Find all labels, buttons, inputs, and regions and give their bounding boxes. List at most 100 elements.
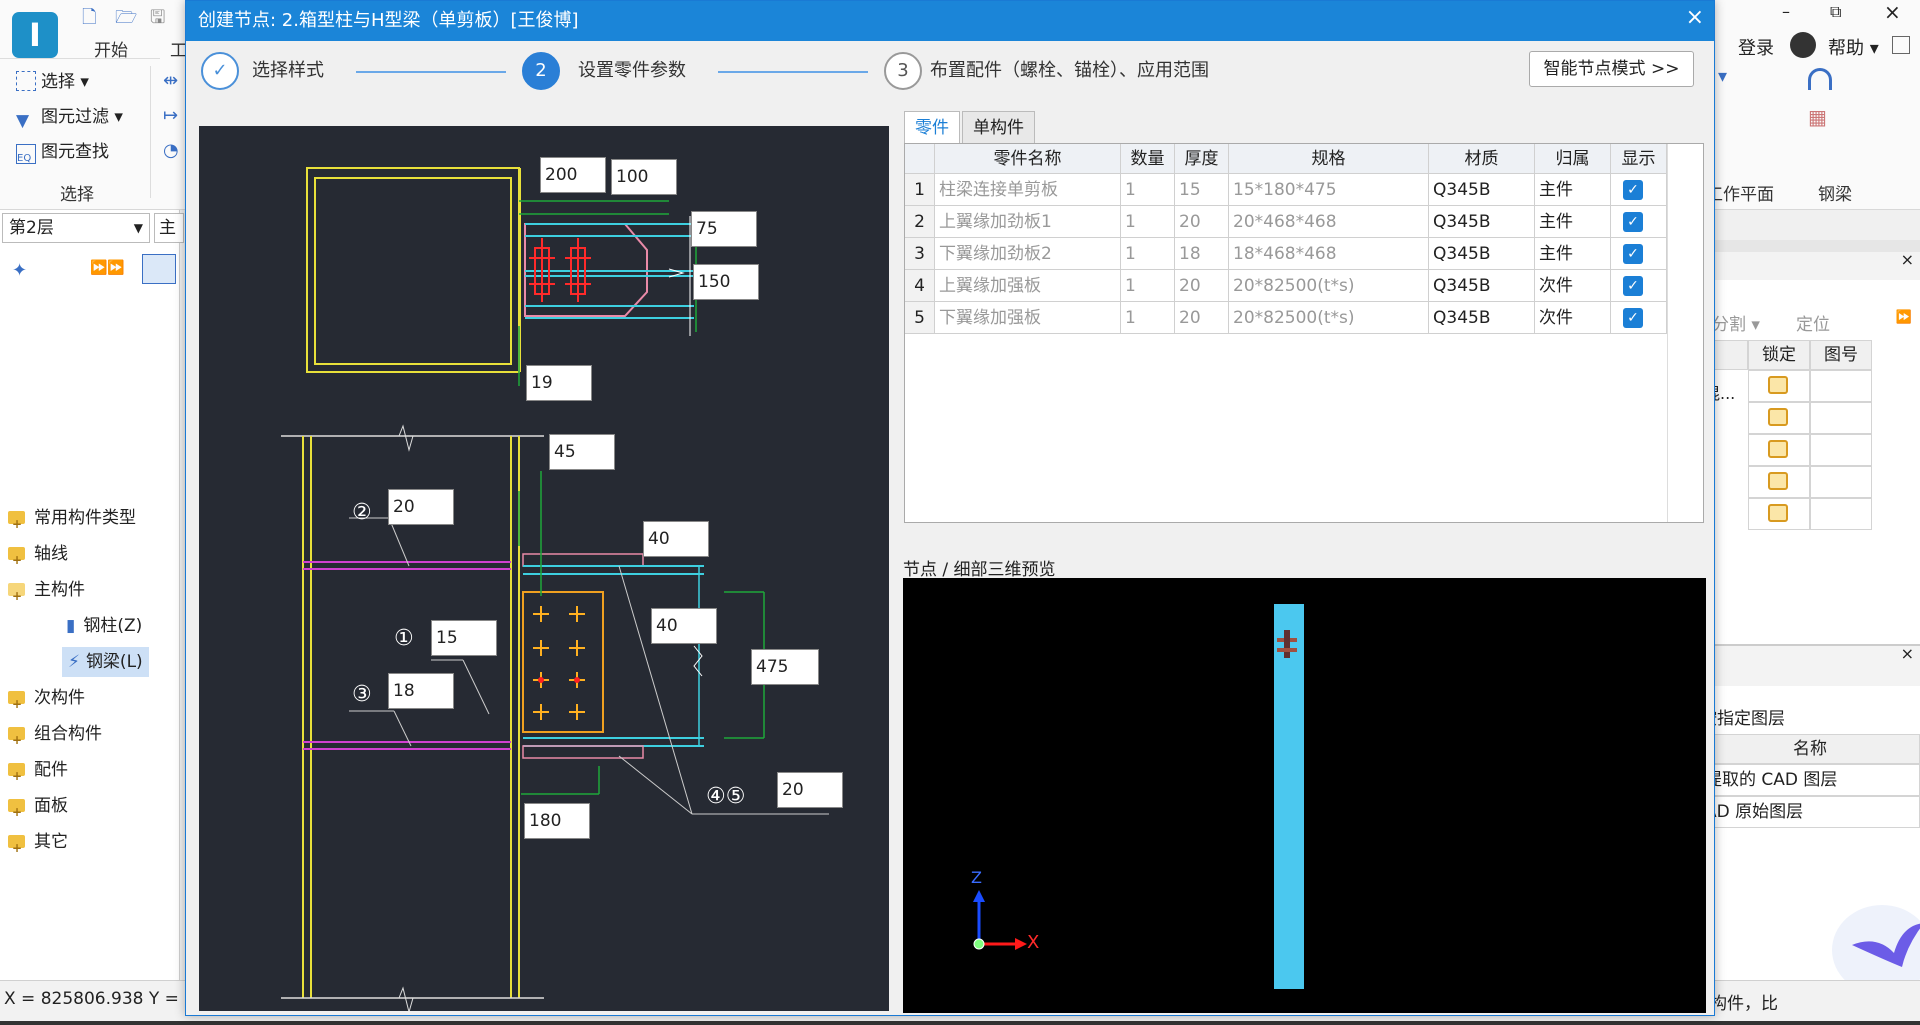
- display-checkbox[interactable]: ✓: [1623, 180, 1643, 200]
- login-link[interactable]: 登录: [1738, 38, 1774, 59]
- table-row[interactable]: 5 下翼缘加强板 1 20 20*82500(t*s) Q345B 次件 ✓: [905, 302, 1703, 334]
- dim-475[interactable]: 475: [751, 649, 819, 685]
- dim-75[interactable]: 75: [691, 211, 757, 247]
- dim-40b[interactable]: 40: [651, 608, 717, 644]
- preview-label: 节点 / 细部三维预览: [903, 560, 1056, 580]
- dim-180[interactable]: 180: [524, 803, 590, 839]
- col-number: 图号: [1810, 340, 1872, 370]
- step-1-label[interactable]: 选择样式: [252, 60, 324, 81]
- save-icon[interactable]: 🖫: [150, 7, 166, 28]
- cad-drawing-canvas[interactable]: 200 100 75 150 19 45 ② 20 40 40 ① 15 475…: [199, 126, 889, 1014]
- dim-40a[interactable]: 40: [643, 521, 709, 557]
- marker-3: ③: [352, 682, 372, 707]
- tree-item-common[interactable]: 常用构件类型: [0, 500, 180, 542]
- tree-item-other[interactable]: 其它: [0, 824, 180, 866]
- dim-45[interactable]: 45: [549, 434, 615, 470]
- close-panel-icon[interactable]: ×: [1900, 250, 1914, 269]
- dim-20b[interactable]: 20: [777, 772, 843, 808]
- tree-item-beam[interactable]: ⚡钢梁(L): [0, 644, 180, 680]
- step-3-label[interactable]: 布置配件（螺栓、锚栓）、应用范围: [930, 60, 1209, 81]
- display-checkbox[interactable]: ✓: [1623, 212, 1643, 232]
- marker-1: ①: [394, 626, 414, 651]
- step-2-label[interactable]: 设置零件参数: [578, 60, 686, 81]
- split-button[interactable]: 分割 ▾: [1712, 315, 1760, 335]
- tree-item-axis[interactable]: 轴线: [0, 536, 180, 578]
- view-toggle-icon[interactable]: [142, 254, 176, 284]
- dim-200[interactable]: 200: [540, 157, 606, 193]
- close-dialog-button[interactable]: ×: [1685, 5, 1704, 30]
- beam-icon: ⚡: [68, 652, 80, 672]
- open-file-icon[interactable]: 🗁: [115, 7, 138, 28]
- step-1-check-icon[interactable]: ✓: [201, 52, 239, 90]
- minimize-icon[interactable]: –: [1782, 2, 1790, 21]
- select-button[interactable]: 选择 ▾: [16, 68, 89, 96]
- close-app-icon[interactable]: ×: [1884, 0, 1901, 24]
- tree-item-main[interactable]: 主构件: [0, 572, 180, 614]
- display-checkbox[interactable]: ✓: [1623, 308, 1643, 328]
- step-2-number[interactable]: 2: [522, 52, 560, 90]
- robot-icon[interactable]: [1790, 32, 1816, 58]
- filter-button[interactable]: ▼图元过滤 ▾: [16, 107, 123, 131]
- ribbon-tab-tool[interactable]: 工: [170, 41, 187, 61]
- col-display: 显示: [1611, 144, 1667, 174]
- table-row[interactable]: 3 下翼缘加劲板2 1 18 18*468*468 Q345B 主件 ✓: [905, 238, 1703, 270]
- type-select[interactable]: 主构: [154, 213, 184, 243]
- dim-150[interactable]: 150: [693, 264, 759, 300]
- close-layer-panel-icon[interactable]: ×: [1900, 644, 1914, 663]
- dim-20a[interactable]: 20: [388, 489, 454, 525]
- dim-100[interactable]: 100: [611, 159, 677, 195]
- dim-18[interactable]: 18: [388, 673, 454, 709]
- folder-icon: [8, 722, 25, 758]
- lock-icon[interactable]: [1768, 504, 1788, 522]
- tree-item-composite[interactable]: 组合构件: [0, 716, 180, 758]
- floor-select[interactable]: 第2层▼: [2, 213, 150, 243]
- ribbon-tab-start[interactable]: 开始: [94, 41, 128, 61]
- dim-15[interactable]: 15: [431, 620, 497, 656]
- grid-icon[interactable]: ▦: [1808, 105, 1827, 129]
- layer-title: 按指定图层: [1700, 709, 1785, 729]
- help-menu[interactable]: 帮助 ▾: [1828, 38, 1879, 59]
- display-checkbox[interactable]: ✓: [1623, 276, 1643, 296]
- smart-node-mode-button[interactable]: 智能节点模式 >>: [1529, 51, 1694, 87]
- step-3-number[interactable]: 3: [884, 52, 922, 90]
- tree-item-column[interactable]: ▮钢柱(Z): [66, 616, 143, 636]
- marker-4-5: ④⑤: [706, 784, 746, 809]
- restore-icon[interactable]: ⧉: [1830, 2, 1842, 21]
- tree-item-secondary[interactable]: 次构件: [0, 680, 180, 722]
- tree: 常用构件类型 轴线 主构件 ▮钢柱(Z) ⚡钢梁(L) 次构件 组合构件 配件 …: [0, 500, 180, 866]
- layer-row[interactable]: 提取的 CAD 图层: [1700, 764, 1920, 796]
- display-checkbox[interactable]: ✓: [1623, 244, 1643, 264]
- tree-item-panel[interactable]: 面板: [0, 788, 180, 830]
- lock-icon[interactable]: [1768, 472, 1788, 490]
- 3d-preview-viewport[interactable]: Z X: [903, 578, 1706, 1013]
- tab-single-member[interactable]: 单构件: [962, 111, 1035, 143]
- dropdown-icon[interactable]: ▾: [1718, 66, 1728, 87]
- tab-parts[interactable]: 零件: [904, 111, 960, 144]
- lock-icon[interactable]: [1768, 408, 1788, 426]
- new-file-icon[interactable]: 🗋: [82, 7, 97, 28]
- layer-row[interactable]: AD 原始图层: [1700, 796, 1920, 828]
- table-row[interactable]: 2 上翼缘加劲板1 1 20 20*468*468 Q345B 主件 ✓: [905, 206, 1703, 238]
- dim-19[interactable]: 19: [526, 365, 592, 401]
- search-icon[interactable]: ◔: [163, 140, 179, 161]
- add-icon[interactable]: ✦: [12, 260, 28, 281]
- table-scroll-area[interactable]: [1667, 144, 1703, 522]
- col-material: 材质: [1429, 144, 1535, 174]
- locate-button[interactable]: 定位: [1796, 315, 1830, 335]
- lock-icon[interactable]: [1768, 440, 1788, 458]
- col-quantity: 数量: [1121, 144, 1175, 174]
- collapse-ribbon-icon[interactable]: [1892, 36, 1910, 54]
- table-row[interactable]: 1 柱梁连接单剪板 1 15 15*180*475 Q345B 主件 ✓: [905, 174, 1703, 206]
- beam-arch-icon[interactable]: [1808, 68, 1832, 90]
- tool-icon[interactable]: ⇹: [163, 70, 179, 91]
- more-icon[interactable]: ⏩: [1895, 310, 1912, 325]
- tree-item-accessory[interactable]: 配件: [0, 752, 180, 794]
- axis-z-label: Z: [971, 868, 982, 887]
- column-3d-model: [1274, 604, 1304, 989]
- expand-icon[interactable]: ⏩⏩: [90, 260, 125, 276]
- lock-icon[interactable]: [1768, 376, 1788, 394]
- node-3d-model: [1275, 628, 1299, 660]
- table-row[interactable]: 4 上翼缘加强板 1 20 20*82500(t*s) Q345B 次件 ✓: [905, 270, 1703, 302]
- measure-icon[interactable]: ↦: [163, 105, 179, 126]
